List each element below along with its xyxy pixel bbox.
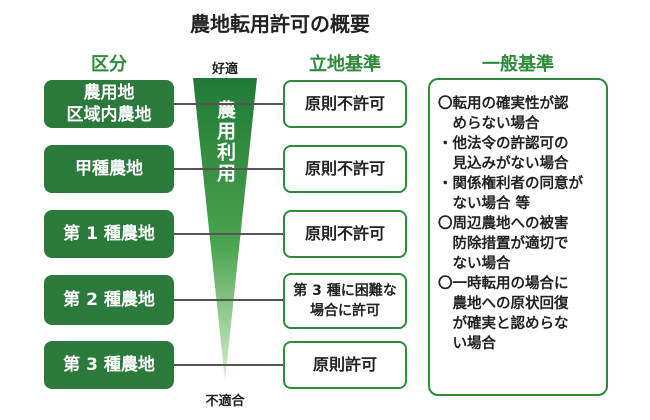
general-criteria-box: 〇転用の確実性が認 めらない場合・他法令の許認可の 見込みがない場合・関係権利者…	[428, 78, 608, 396]
connector-line	[174, 364, 283, 366]
location-result-box: 原則許可	[283, 341, 407, 389]
general-criteria-item: ・他法令の許認可の 見込みがない場合	[438, 136, 569, 172]
category-box: 第 1 種農地	[44, 210, 174, 258]
connector-line	[174, 103, 283, 105]
connector-line	[174, 233, 283, 235]
bottom-label: 不適合	[205, 394, 245, 409]
suitability-wedge	[193, 78, 257, 381]
page-title: 農地転用許可の概要	[190, 12, 370, 36]
header-general: 一般基準	[482, 54, 554, 75]
location-result-box: 原則不許可	[283, 80, 407, 128]
general-criteria-item: 〇転用の確実性が認 めらない場合	[438, 96, 569, 132]
location-result-box: 原則不許可	[283, 210, 407, 258]
category-box: 第 2 種農地	[44, 275, 174, 325]
vertical-label: 農用利用	[214, 100, 236, 184]
general-criteria-item: 〇周辺農地への被害 防除措置が適切で ない場合	[438, 216, 569, 272]
general-criteria-item: 〇一時転用の場合に 農地への原状回復 が確実と認めらな い場合	[438, 276, 569, 352]
category-box: 第 3 種農地	[44, 341, 174, 389]
header-category: 区分	[91, 54, 127, 75]
top-label: 好適	[211, 62, 238, 77]
connector-line	[174, 168, 283, 170]
location-result-box: 原則不許可	[283, 145, 407, 193]
connector-line	[174, 299, 283, 301]
header-location: 立地基準	[309, 54, 381, 75]
category-box: 農用地 区域内農地	[44, 80, 174, 128]
location-result-box: 第 3 種に困難な 場合に許可	[283, 273, 407, 329]
general-criteria-item: ・関係権利者の同意が ない場合 等	[438, 176, 583, 212]
category-box: 甲種農地	[44, 145, 174, 193]
